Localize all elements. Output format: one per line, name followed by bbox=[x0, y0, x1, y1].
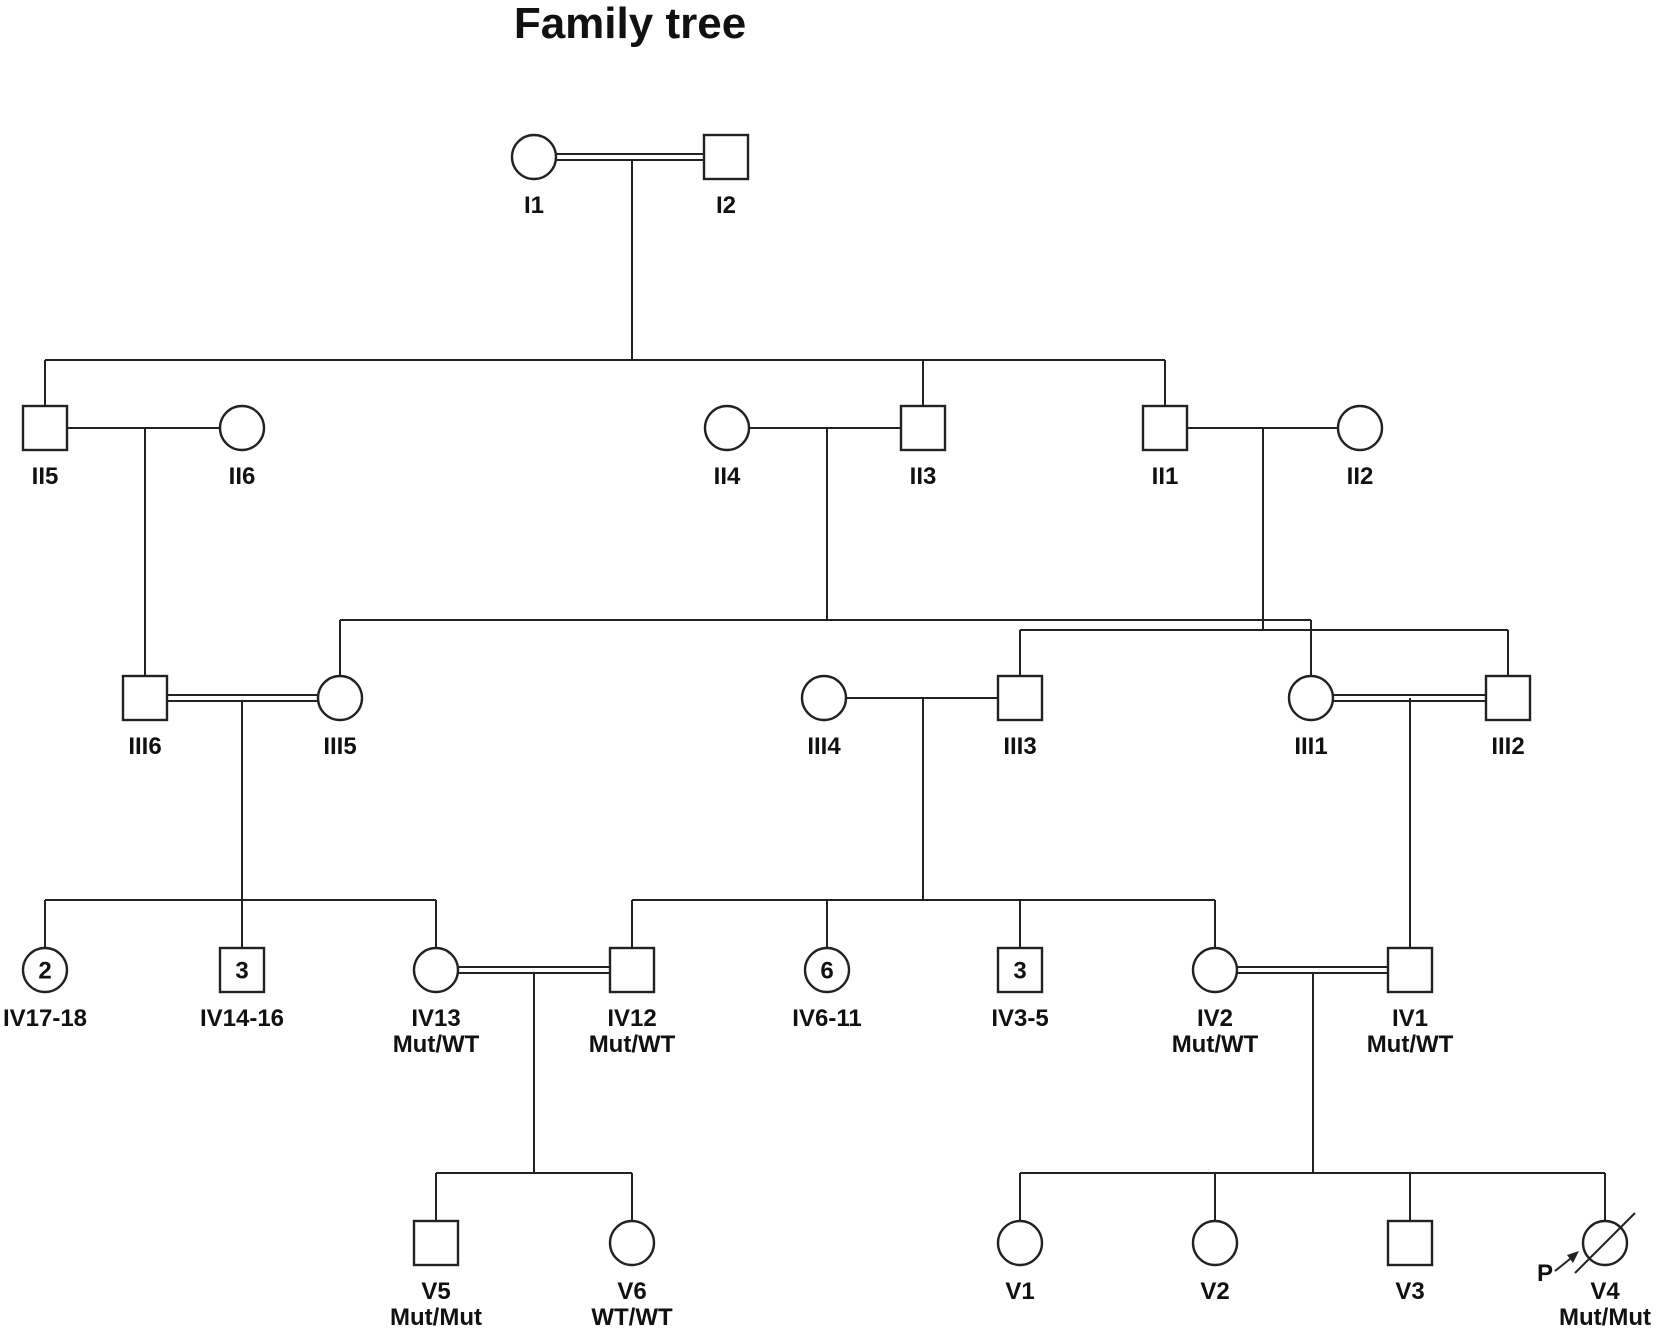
individual-label-IV3-5: IV3-5 bbox=[991, 1005, 1048, 1032]
male-symbol-IV14-16 bbox=[218, 946, 266, 994]
male-symbol-II1 bbox=[1141, 404, 1189, 452]
individual-label-V1: V1 bbox=[1005, 1278, 1034, 1305]
male-symbol-IV1 bbox=[1386, 946, 1434, 994]
individual-label-III3: III3 bbox=[1003, 733, 1036, 760]
male-symbol-IV3-5 bbox=[996, 946, 1044, 994]
female-symbol-V1 bbox=[996, 1219, 1044, 1267]
female-symbol-V6 bbox=[608, 1219, 656, 1267]
genotype-label-IV2: Mut/WT bbox=[1172, 1031, 1259, 1058]
genotype-label-V4: Mut/Mut bbox=[1559, 1304, 1651, 1331]
individual-label-V2: V2 bbox=[1200, 1278, 1229, 1305]
female-symbol-III5 bbox=[316, 674, 364, 722]
female-symbol-I1 bbox=[510, 133, 558, 181]
sibling-count-IV6-11: 6 bbox=[820, 958, 833, 985]
female-symbol-IV2 bbox=[1191, 946, 1239, 994]
genotype-label-IV1: Mut/WT bbox=[1367, 1031, 1454, 1058]
sibling-count-IV17-18: 2 bbox=[38, 958, 51, 985]
deceased-slash-V4 bbox=[1574, 1212, 1636, 1274]
individual-label-V5: V5 bbox=[421, 1278, 450, 1305]
individual-label-IV14-16: IV14-16 bbox=[200, 1005, 284, 1032]
relationship-lines bbox=[44, 153, 1606, 1221]
male-symbol-I2 bbox=[702, 133, 750, 181]
individual-label-IV13: IV13 bbox=[411, 1005, 460, 1032]
male-symbol-III3 bbox=[996, 674, 1044, 722]
individual-label-IV2: IV2 bbox=[1197, 1005, 1233, 1032]
individual-label-III4: III4 bbox=[807, 733, 841, 760]
genotype-label-V6: WT/WT bbox=[591, 1304, 673, 1331]
individual-label-V6: V6 bbox=[617, 1278, 646, 1305]
individual-label-II1: II1 bbox=[1152, 463, 1179, 490]
individual-label-IV17-18: IV17-18 bbox=[3, 1005, 87, 1032]
female-symbol-V2 bbox=[1191, 1219, 1239, 1267]
sibling-count-IV14-16: 3 bbox=[235, 958, 248, 985]
female-symbol-IV13 bbox=[412, 946, 460, 994]
individual-label-I2: I2 bbox=[716, 192, 736, 219]
male-symbol-V5 bbox=[412, 1219, 460, 1267]
female-symbol-IV17-18 bbox=[21, 946, 69, 994]
male-symbol-V3 bbox=[1386, 1219, 1434, 1267]
male-symbol-II5 bbox=[21, 404, 69, 452]
proband-arrow-icon bbox=[1567, 1251, 1579, 1263]
individual-label-II2: II2 bbox=[1347, 463, 1374, 490]
male-symbol-II3 bbox=[899, 404, 947, 452]
proband-marker: P bbox=[1537, 1260, 1553, 1287]
individual-label-IV12: IV12 bbox=[607, 1005, 656, 1032]
female-symbol-II2 bbox=[1336, 404, 1384, 452]
chart-title: Family tree bbox=[514, 0, 746, 48]
genotype-label-IV13: Mut/WT bbox=[393, 1031, 480, 1058]
individual-label-I1: I1 bbox=[524, 192, 544, 219]
individual-label-III1: III1 bbox=[1294, 733, 1327, 760]
individual-label-V4: V4 bbox=[1590, 1278, 1620, 1305]
individual-label-IV6-11: IV6-11 bbox=[792, 1005, 861, 1032]
female-symbol-III1 bbox=[1287, 674, 1335, 722]
male-symbol-III6 bbox=[121, 674, 169, 722]
individual-label-IV1: IV1 bbox=[1392, 1005, 1428, 1032]
individual-label-II3: II3 bbox=[910, 463, 937, 490]
individual-label-III5: III5 bbox=[323, 733, 356, 760]
individual-label-III2: III2 bbox=[1491, 733, 1524, 760]
genotype-label-IV12: Mut/WT bbox=[589, 1031, 676, 1058]
male-symbol-III2 bbox=[1484, 674, 1532, 722]
female-symbol-II6 bbox=[218, 404, 266, 452]
male-symbol-IV12 bbox=[608, 946, 656, 994]
individual-label-III6: III6 bbox=[128, 733, 161, 760]
sibling-count-IV3-5: 3 bbox=[1013, 958, 1026, 985]
individual-label-II4: II4 bbox=[714, 463, 741, 490]
female-symbol-III4 bbox=[800, 674, 848, 722]
genotype-label-V5: Mut/Mut bbox=[390, 1304, 482, 1331]
individual-label-II5: II5 bbox=[32, 463, 59, 490]
individual-symbols: 2 3 6 3P bbox=[21, 133, 1636, 1287]
female-symbol-II4 bbox=[703, 404, 751, 452]
individual-label-II6: II6 bbox=[229, 463, 256, 490]
female-symbol-IV6-11 bbox=[803, 946, 851, 994]
individual-label-V3: V3 bbox=[1395, 1278, 1424, 1305]
